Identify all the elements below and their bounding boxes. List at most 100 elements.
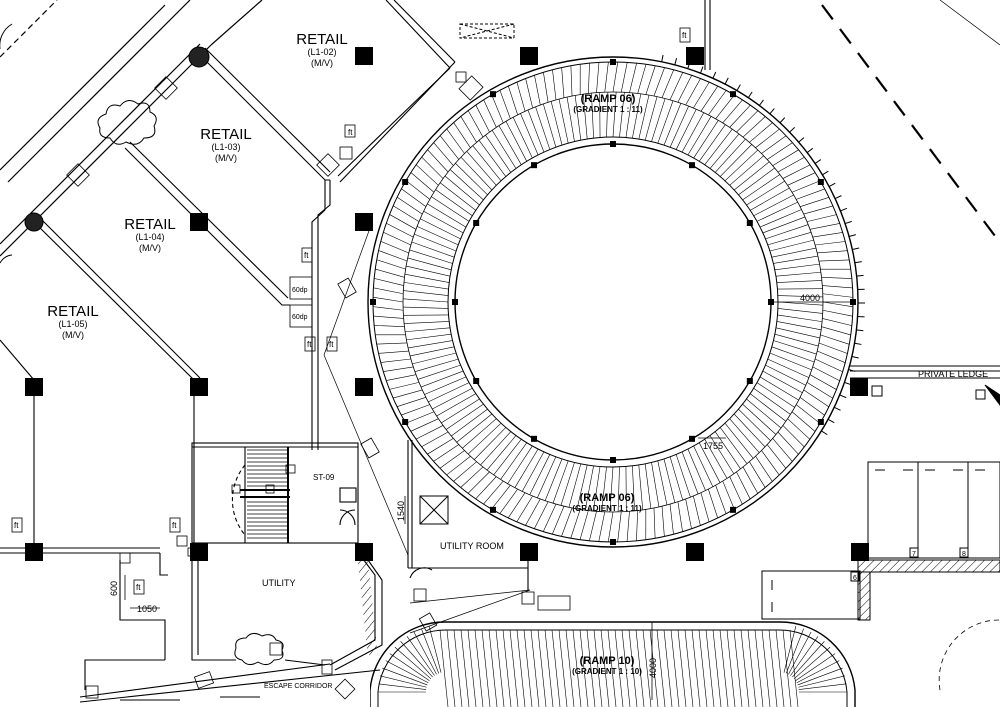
ramp-tread-outer: [722, 480, 735, 510]
ramp-tread-outer: [373, 287, 404, 295]
ramp10-curve-tread: [797, 667, 843, 686]
ramp10-curve-tread: [389, 653, 430, 681]
svg-text:(L1-02): (L1-02): [307, 47, 336, 57]
ramp10-tread: [740, 629, 750, 707]
ramp-tread-inner: [687, 116, 712, 156]
ramp10-tread: [495, 629, 505, 707]
ramp-tread-inner: [753, 387, 791, 415]
svg-text:(RAMP 10): (RAMP 10): [580, 655, 635, 667]
ramp-tread-inner: [704, 439, 728, 479]
ramp-tread-outer: [685, 498, 692, 529]
ramp10-curve-tread: [382, 667, 428, 686]
ramp10-tread: [691, 629, 701, 707]
svg-text:(RAMP 06): (RAMP 06): [581, 93, 636, 105]
ramp-tread-inner: [698, 442, 721, 483]
ramp-tread-inner: [537, 456, 557, 499]
ramp-tread-inner: [638, 95, 650, 140]
ramp-tread-inner: [729, 155, 764, 186]
ramp-tread-inner: [775, 327, 820, 339]
ramp-tread-outer: [799, 397, 825, 416]
ramp-tread-inner: [738, 167, 775, 196]
ramp-edge-tick: [854, 261, 862, 264]
ramp-post: [610, 141, 616, 147]
ramp-tread-inner: [776, 280, 822, 283]
ramp-edge-tick: [769, 108, 775, 115]
ramp-tread-inner: [767, 231, 812, 246]
ramp-edge-tick: [674, 58, 678, 66]
ramp-10: [370, 621, 856, 707]
ramp-post: [473, 220, 480, 226]
ramp10-tread: [614, 629, 624, 707]
ramp-tread-outer: [579, 510, 589, 540]
ramp-tread-outer: [460, 466, 484, 488]
ramp-tread-inner: [582, 94, 588, 140]
ramp-tread-inner: [584, 465, 594, 511]
ramp-tread-inner: [529, 454, 551, 495]
ramp-tread-outer: [433, 142, 454, 166]
ramp-post: [689, 435, 695, 442]
ramp10-tread: [698, 629, 708, 707]
ramp10-curve-tread: [385, 660, 429, 684]
ramp-tread-outer: [661, 69, 674, 98]
ramp10-tread: [656, 629, 666, 707]
ramp-tread-inner: [738, 408, 771, 441]
ramp-tread-inner: [606, 92, 609, 138]
ramp-tread-inner: [432, 387, 473, 410]
ramp-post: [610, 457, 616, 463]
ramp-tread-outer: [772, 149, 799, 166]
ramp-tread-outer: [383, 231, 412, 246]
ramp-tread-outer: [525, 498, 541, 526]
ramp-tread-outer: [389, 214, 417, 230]
roof-hatch: [459, 23, 515, 39]
ramp-tread-outer: [386, 223, 414, 238]
ramp-tread-inner: [657, 460, 668, 506]
ramp-tread-outer: [446, 455, 471, 476]
ramp-edge-tick: [852, 247, 860, 251]
ramp-tread-outer: [376, 342, 408, 345]
ramp-tread-outer: [669, 72, 684, 101]
ramp-tread-inner: [550, 101, 563, 146]
stair-core: [191, 442, 359, 544]
ramp10-curve-tread: [798, 675, 846, 688]
ramp-tread-inner: [507, 445, 533, 484]
ramp-tread-inner: [651, 462, 660, 507]
ramp-post: [370, 299, 376, 305]
ramp-tread-inner: [576, 464, 588, 509]
ramp10-tread: [607, 629, 617, 707]
ramp-tread-outer: [589, 511, 597, 541]
ramp-tread-inner: [436, 393, 476, 417]
private-ledge-label: PRIVATE LEDGE: [918, 369, 988, 379]
ramp10-curve-tread: [783, 626, 797, 673]
ramp-tread-outer: [800, 197, 830, 207]
ramp10-curve-tread: [406, 636, 435, 676]
ramp-edge-tick: [851, 355, 859, 359]
ramp-tread-outer: [467, 471, 490, 494]
ramp-tread-outer: [415, 425, 444, 440]
ramp-tread-outer: [821, 277, 852, 279]
ramp-tread-outer: [755, 456, 773, 482]
ramp-tread-outer: [820, 334, 850, 345]
ramp-tread-inner: [412, 352, 457, 365]
ramp-tread-inner: [486, 435, 517, 471]
ramp10-curve-tread: [796, 660, 840, 684]
ramp-edge-tick: [779, 117, 786, 124]
ramp-tread-inner: [750, 393, 787, 422]
ramp-tread-outer: [499, 90, 511, 119]
ramp-tread-outer: [822, 293, 853, 298]
ramp-tread-inner: [663, 103, 682, 146]
ramp-tread-inner: [675, 109, 697, 150]
ramp-tread-inner: [729, 418, 760, 453]
ramp-tread-inner: [456, 413, 493, 443]
ramp-tread-outer: [373, 296, 404, 303]
ramp-tread-inner: [724, 149, 759, 182]
ramp10-tread: [453, 629, 463, 707]
ramp10-curve-tread: [798, 683, 847, 690]
ramp-tread-outer: [685, 78, 701, 106]
ramp-tread-inner: [693, 445, 714, 487]
ramp-tread-inner: [445, 403, 484, 430]
ramp-tread-inner: [657, 100, 674, 144]
ramp-edge-tick: [758, 99, 764, 106]
ramp-tread-inner: [765, 224, 809, 240]
ramp-tread-inner: [632, 93, 642, 139]
dim-shaft: 1540: [396, 501, 406, 521]
